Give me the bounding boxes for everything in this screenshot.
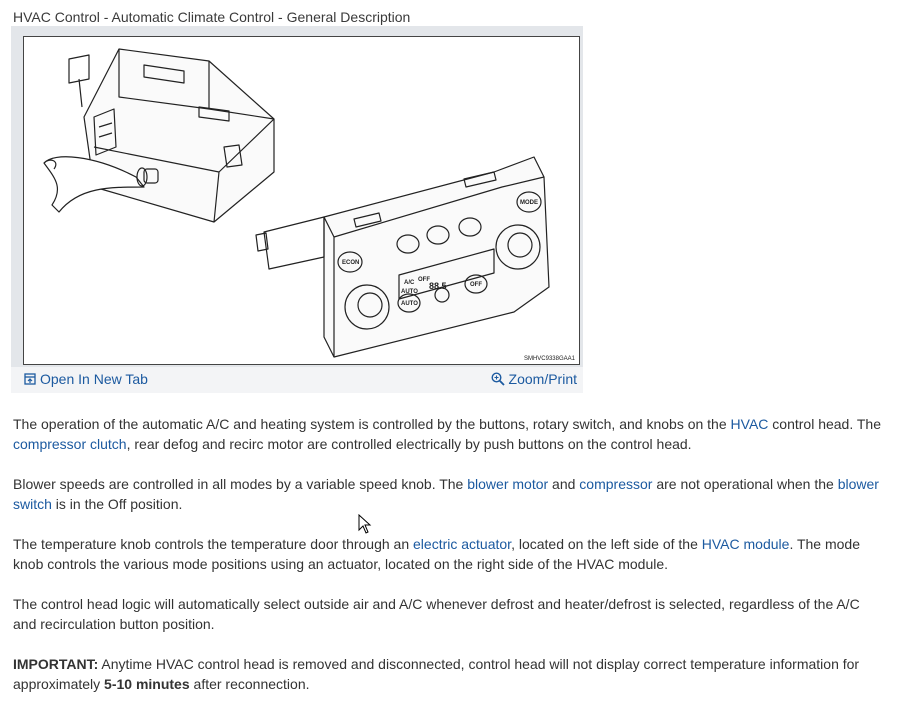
- mode-label: MODE: [520, 200, 538, 206]
- link-electric-actuator[interactable]: electric actuator: [413, 536, 512, 552]
- econ-label: ECON: [342, 260, 359, 266]
- open-new-tab-icon: [24, 373, 36, 385]
- display-auto: AUTO: [401, 289, 418, 295]
- page-title: HVAC Control - Automatic Climate Control…: [13, 9, 411, 25]
- hvac-drawing: ECON AUTO OFF MODE A/C OFF AUTO 88.5: [43, 48, 550, 358]
- p2-text-2: and: [548, 476, 580, 492]
- link-hvac-module[interactable]: HVAC module: [701, 536, 790, 552]
- auto-label: AUTO: [401, 301, 418, 307]
- zoom-print-link[interactable]: Zoom/Print: [491, 371, 577, 387]
- link-blower[interactable]: blower: [837, 476, 879, 492]
- mouse-cursor-icon: [358, 514, 372, 534]
- off-label: OFF: [470, 282, 482, 288]
- open-new-tab-label: Open In New Tab: [40, 371, 148, 387]
- p3-text-4: knob controls the various mode positions…: [13, 556, 669, 572]
- p2-text-1: Blower speeds are controlled in all mode…: [13, 476, 468, 492]
- display-ac: A/C: [404, 280, 415, 286]
- link-compressor[interactable]: compressor: [579, 476, 653, 492]
- hvac-illustration[interactable]: ECON AUTO OFF MODE A/C OFF AUTO 88.5 SMH…: [23, 36, 580, 365]
- link-blower-motor[interactable]: blower motor: [467, 476, 549, 492]
- p3-text-3: . The mode: [789, 536, 860, 552]
- paragraph-3: The temperature knob controls the temper…: [13, 534, 899, 574]
- p5-text-2: approximately: [13, 676, 105, 692]
- open-new-tab-link[interactable]: Open In New Tab: [24, 371, 148, 387]
- paragraph-4: The control head logic will automaticall…: [13, 594, 899, 634]
- link-compressor-clutch[interactable]: compressor clutch: [13, 436, 127, 452]
- figure-toolbar: Open In New Tab Zoom/Print: [11, 367, 583, 393]
- zoom-print-label: Zoom/Print: [508, 371, 577, 387]
- p4-line-1: The control head logic will automaticall…: [13, 596, 860, 612]
- p2-text-4: is in the Off position.: [51, 496, 183, 512]
- important-label: IMPORTANT:: [13, 656, 99, 672]
- link-switch[interactable]: switch: [13, 496, 52, 512]
- p5-duration: 5-10 minutes: [104, 676, 190, 692]
- p3-text-2: , located on the left side of the: [511, 536, 702, 552]
- p5-text-3: after reconnection.: [189, 676, 310, 692]
- figure-code: SMHVC9338GAA1: [523, 356, 575, 362]
- link-hvac[interactable]: HVAC: [730, 416, 769, 432]
- display-temp: 88.5: [429, 281, 447, 291]
- paragraph-important: IMPORTANT: Anytime HVAC control head is …: [13, 654, 899, 694]
- zoom-icon: [491, 372, 505, 386]
- paragraph-1: The operation of the automatic A/C and h…: [13, 414, 899, 454]
- p5-text-1: Anytime HVAC control head is removed and…: [98, 656, 860, 672]
- figure-container: ECON AUTO OFF MODE A/C OFF AUTO 88.5 SMH…: [11, 26, 583, 393]
- p1-text-2: control head. The: [768, 416, 881, 432]
- p1-text-1: The operation of the automatic A/C and h…: [13, 416, 731, 432]
- display-off: OFF: [418, 277, 430, 283]
- paragraph-2: Blower speeds are controlled in all mode…: [13, 474, 899, 514]
- p2-text-3: are not operational when the: [652, 476, 838, 492]
- p1-text-3: , rear defog and recirc motor are contro…: [126, 436, 692, 452]
- p3-text-1: The temperature knob controls the temper…: [13, 536, 414, 552]
- p4-line-2: and recirculation button position.: [13, 616, 215, 632]
